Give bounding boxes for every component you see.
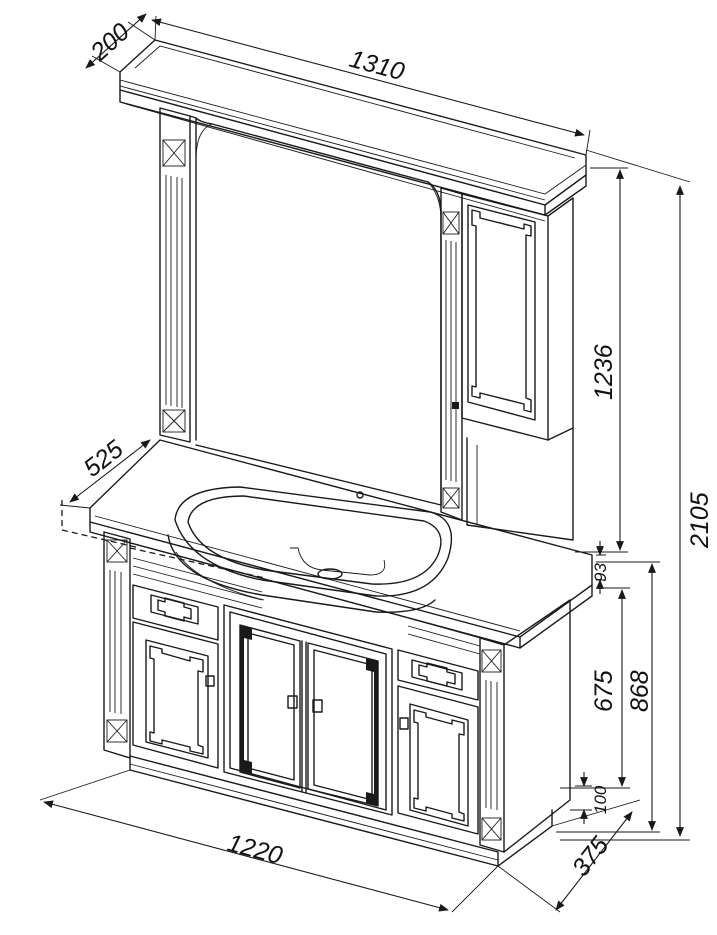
dimension-labels: 200 1310 1236 2105 93 675 868 100 525 37… bbox=[78, 18, 714, 882]
base-cabinet bbox=[103, 531, 571, 867]
dim-cabinet-body-height: 675 bbox=[590, 670, 618, 712]
dim-plinth-height: 100 bbox=[591, 785, 610, 814]
dim-cabinet-height: 868 bbox=[626, 670, 654, 712]
dim-countertop-thickness: 93 bbox=[591, 563, 610, 582]
dim-cabinet-depth: 375 bbox=[567, 832, 615, 882]
dim-total-height: 2105 bbox=[686, 492, 714, 549]
mirror-cabinet bbox=[119, 39, 587, 541]
dim-countertop-depth: 525 bbox=[78, 435, 128, 483]
dimension-lines bbox=[39, 13, 691, 913]
dim-cabinet-width: 1220 bbox=[224, 829, 285, 870]
dim-mirror-height: 1236 bbox=[590, 344, 618, 400]
dim-mirror-depth: 200 bbox=[85, 18, 136, 67]
countertop-with-basin bbox=[89, 439, 593, 649]
